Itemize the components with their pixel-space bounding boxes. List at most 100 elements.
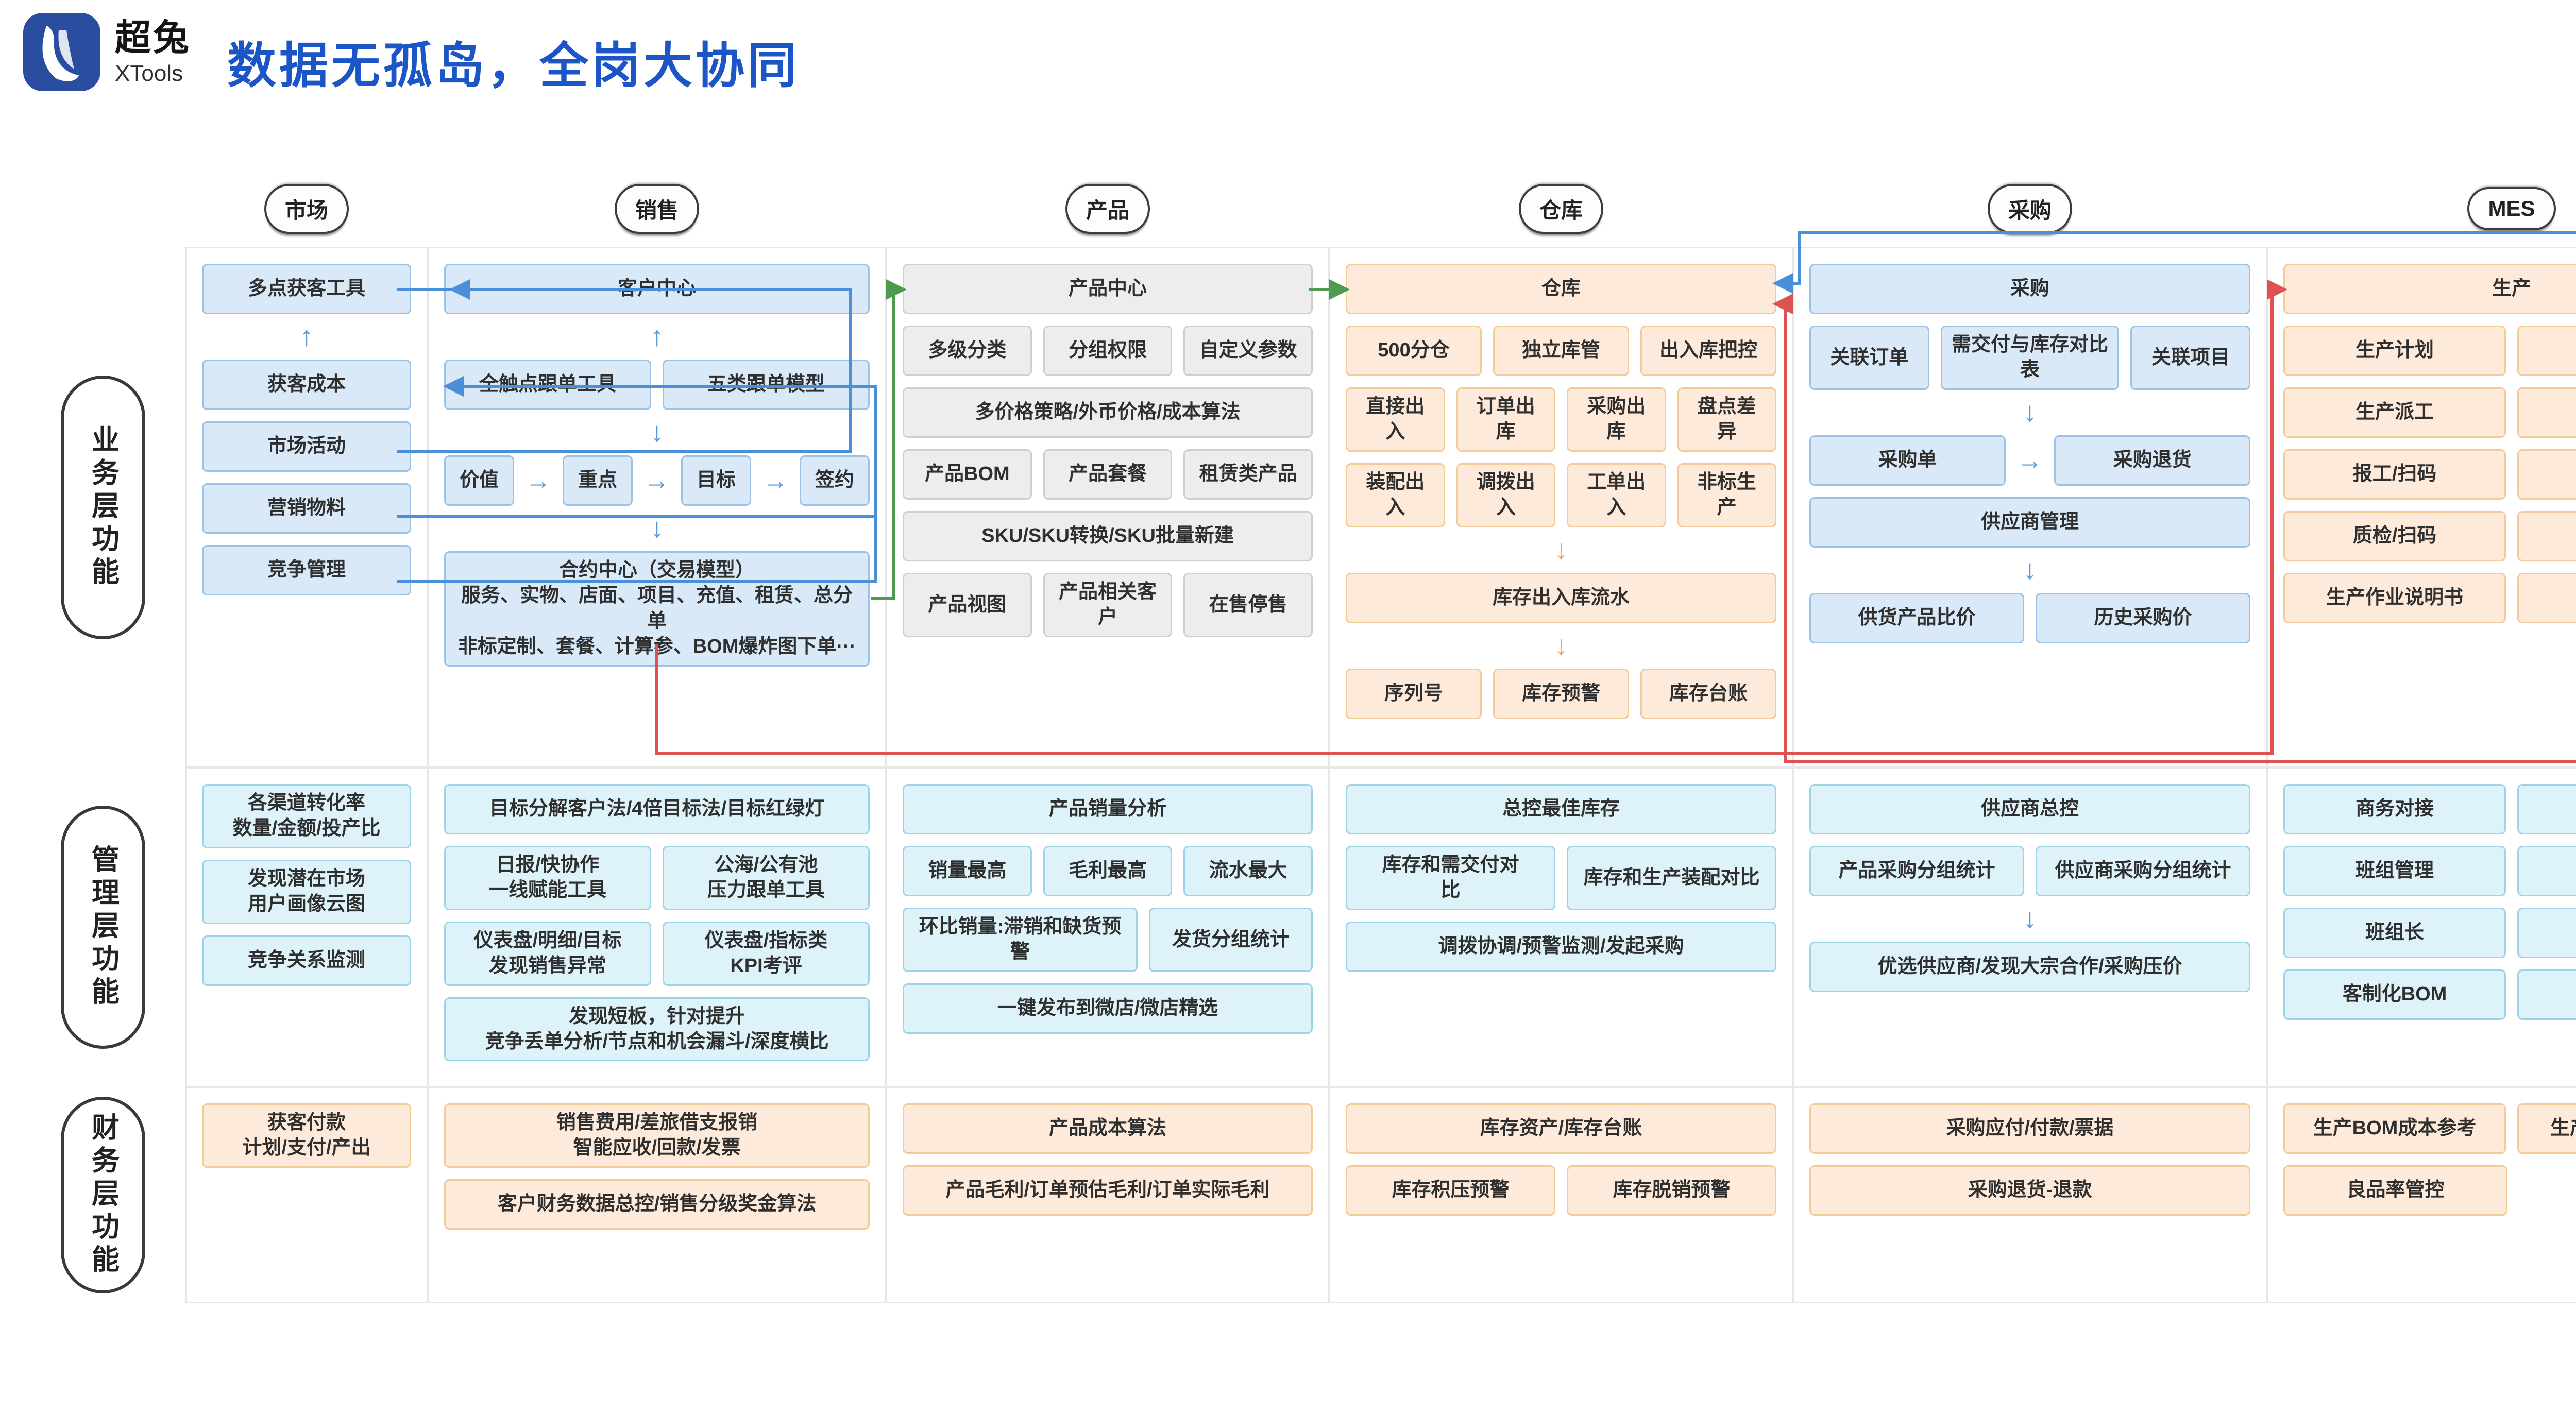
feature-box: 采购退货-退款 — [1809, 1165, 2250, 1216]
feature-box: 日报/快协作 一线赋能工具 — [444, 846, 651, 910]
feature-box: 采购退货 — [2054, 435, 2250, 486]
feature-box: 成品入库 — [2517, 511, 2576, 561]
feature-row: 客制化BOMMRP — [2283, 969, 2576, 1020]
band-cell-finance: 库存资产/库存台账库存积压预警库存脱销预警 — [1329, 1087, 1793, 1303]
feature-box: 营销物料 — [202, 483, 411, 534]
feature-box: 产品中心 — [903, 264, 1313, 314]
feature-box: 生产排程 — [2517, 326, 2576, 376]
feature-row: 库存资产/库存台账 — [1346, 1103, 1776, 1154]
feature-row: 产品毛利/订单预估毛利/订单实际毛利 — [903, 1165, 1313, 1216]
column-header-pill: 销售 — [614, 183, 699, 234]
feature-box: 产品毛利/订单预估毛利/订单实际毛利 — [903, 1165, 1313, 1216]
row-label-cell: 业务层功能 — [21, 247, 185, 768]
feature-box: MRP — [2517, 969, 2576, 1020]
arrow-right-icon: → — [2017, 446, 2043, 475]
feature-box: 获客付款 计划/支付/产出 — [202, 1103, 411, 1168]
feature-box: 供应商采购分组统计 — [2036, 846, 2250, 896]
feature-row: 报工/扫码退料/扫码 — [2283, 449, 2576, 500]
feature-row: 关联订单需交付与库存对比 表关联项目 — [1809, 326, 2251, 390]
feature-box: 获客成本 — [202, 360, 411, 410]
band-cell-management: 各渠道转化率 数量/金额/投产比发现潜在市场 用户画像云图竞争关系监测 — [185, 768, 428, 1087]
band-cell-business: 客户中心↑全触点跟单工具五类跟单模型↓价值→重点→目标→签约↓合约中心（交易模型… — [428, 247, 886, 768]
feature-box: 仓库 — [1346, 264, 1776, 314]
feature-box: 销售费用/差旅借支报销 智能应收/回款/发票 — [444, 1103, 870, 1168]
feature-box: 生产 — [2283, 264, 2576, 314]
feature-box: 仪表盘/指标类 KPI考评 — [663, 921, 870, 986]
feature-row: 生产 — [2283, 264, 2576, 314]
feature-row: 库存积压预警库存脱销预警 — [1346, 1165, 1776, 1216]
feature-row: 生产派工领料/扫码 — [2283, 387, 2576, 438]
feature-box: 库存脱销预警 — [1567, 1165, 1776, 1216]
feature-box: 竞争管理 — [202, 545, 411, 595]
feature-box: 生产派工 — [2283, 387, 2506, 438]
feature-box: 产品采购分组统计 — [1809, 846, 2024, 896]
feature-box: SKU/SKU转换/SKU批量新建 — [903, 511, 1313, 561]
row-label: 管理层功能 — [61, 806, 145, 1049]
feature-box: 供货产品比价 — [1809, 592, 2024, 643]
feature-box: 供应商管理 — [1809, 497, 2250, 548]
feature-box: 流水最大 — [1183, 846, 1313, 896]
feature-box: 毛利最高 — [1043, 846, 1173, 896]
feature-row: 装配出入调拨出入工单出入非标生产 — [1346, 463, 1776, 527]
feature-row: 全触点跟单工具五类跟单模型 — [444, 360, 870, 410]
feature-row: 良品率管控 — [2283, 1165, 2576, 1216]
feature-box: 优选供应商/发现大宗合作/采购压价 — [1809, 942, 2250, 992]
logo-name-en: XTools — [115, 60, 183, 86]
arrow-down-icon: ↓ — [2023, 903, 2037, 934]
feature-box: 库存出入库流水 — [1346, 572, 1776, 623]
row-label: 业务层功能 — [61, 376, 145, 639]
feature-box: 产品销量分析 — [903, 784, 1313, 834]
feature-box: 直接出入 — [1346, 387, 1445, 452]
column-header-pill: 市场 — [264, 183, 349, 234]
row-label: 财务层功能 — [61, 1097, 145, 1293]
feature-box: 班组长 — [2283, 908, 2506, 958]
feature-box: 生产作业说明书 — [2283, 573, 2506, 623]
feature-box: 历史采购价 — [2036, 592, 2250, 643]
arrow-down-icon: ↓ — [650, 513, 664, 543]
logo-name-cn: 超兔 — [115, 17, 191, 58]
feature-row: 产品销量分析 — [903, 784, 1313, 834]
feature-box: 采购出库 — [1567, 387, 1666, 452]
feature-row: SKU/SKU转换/SKU批量新建 — [903, 511, 1313, 561]
feature-box: 库存和生产装配对比 — [1567, 846, 1776, 910]
feature-box: 发现短板，针对提升 竞争丢单分析/节点和机会漏斗/深度横比 — [444, 997, 870, 1062]
feature-box: 盘点差异 — [1677, 387, 1776, 452]
arrow-down-icon: ↓ — [1554, 534, 1568, 565]
feature-box: 产品相关客户 — [1043, 573, 1173, 637]
feature-box: 关联项目 — [2130, 326, 2251, 390]
feature-row: 总控最佳库存 — [1346, 784, 1776, 834]
feature-row: 产品成本算法 — [903, 1103, 1313, 1154]
feature-box: 产品成本算法 — [903, 1103, 1313, 1154]
feature-row: 班组管理总班组长 — [2283, 846, 2576, 896]
band-cell-management: 供应商总控产品采购分组统计供应商采购分组统计↓优选供应商/发现大宗合作/采购压价 — [1793, 768, 2267, 1087]
logo-text: 超兔 XTools — [115, 18, 191, 87]
feature-row: 仪表盘/明细/目标 发现销售异常仪表盘/指标类 KPI考评 — [444, 921, 870, 986]
feature-box: 环比销量:滞销和缺货预警 — [903, 908, 1138, 972]
feature-box: 库存资产/库存台账 — [1346, 1103, 1776, 1154]
feature-box: 在售停售 — [1183, 573, 1313, 637]
feature-row: 客户中心 — [444, 264, 870, 314]
feature-box: 良品率管控 — [2283, 1165, 2507, 1216]
band-cell-finance: 采购应付/付款/票据采购退货-退款 — [1793, 1087, 2267, 1303]
feature-box: 自定义参数 — [1183, 326, 1313, 376]
page-title: 数据无孤岛，全岗大协同 — [227, 39, 800, 93]
feature-box: 生产成品入库成本 — [2517, 1103, 2576, 1154]
band-cell-business: 多点获客工具↑获客成本市场活动营销物料竞争管理 — [185, 247, 428, 768]
feature-box: 生产进度 — [2517, 784, 2576, 834]
feature-box: 调拨协调/预警监测/发起采购 — [1346, 921, 1776, 972]
column-header-cell: 销售 — [428, 170, 886, 247]
feature-box: 出入库把控 — [1640, 326, 1776, 376]
band-cell-business: 生产生产计划生产排程生产派工领料/扫码报工/扫码退料/扫码质检/扫码成品入库生产… — [2267, 247, 2576, 768]
feature-row: 产品中心 — [903, 264, 1313, 314]
feature-box: 签约 — [800, 455, 870, 506]
feature-box: 装配出入 — [1346, 463, 1445, 527]
feature-box: 公海/公有池 压力跟单工具 — [663, 846, 870, 910]
feature-row: 商务对接生产进度 — [2283, 784, 2576, 834]
feature-row: 环比销量:滞销和缺货预警发货分组统计 — [903, 908, 1313, 972]
feature-row: 发现潜在市场 用户画像云图 — [202, 859, 411, 924]
feature-box: 发货分组统计 — [1149, 908, 1313, 972]
feature-row: 生产BOM成本参考生产成品入库成本 — [2283, 1103, 2576, 1154]
arrow-down-icon: ↓ — [650, 417, 664, 448]
